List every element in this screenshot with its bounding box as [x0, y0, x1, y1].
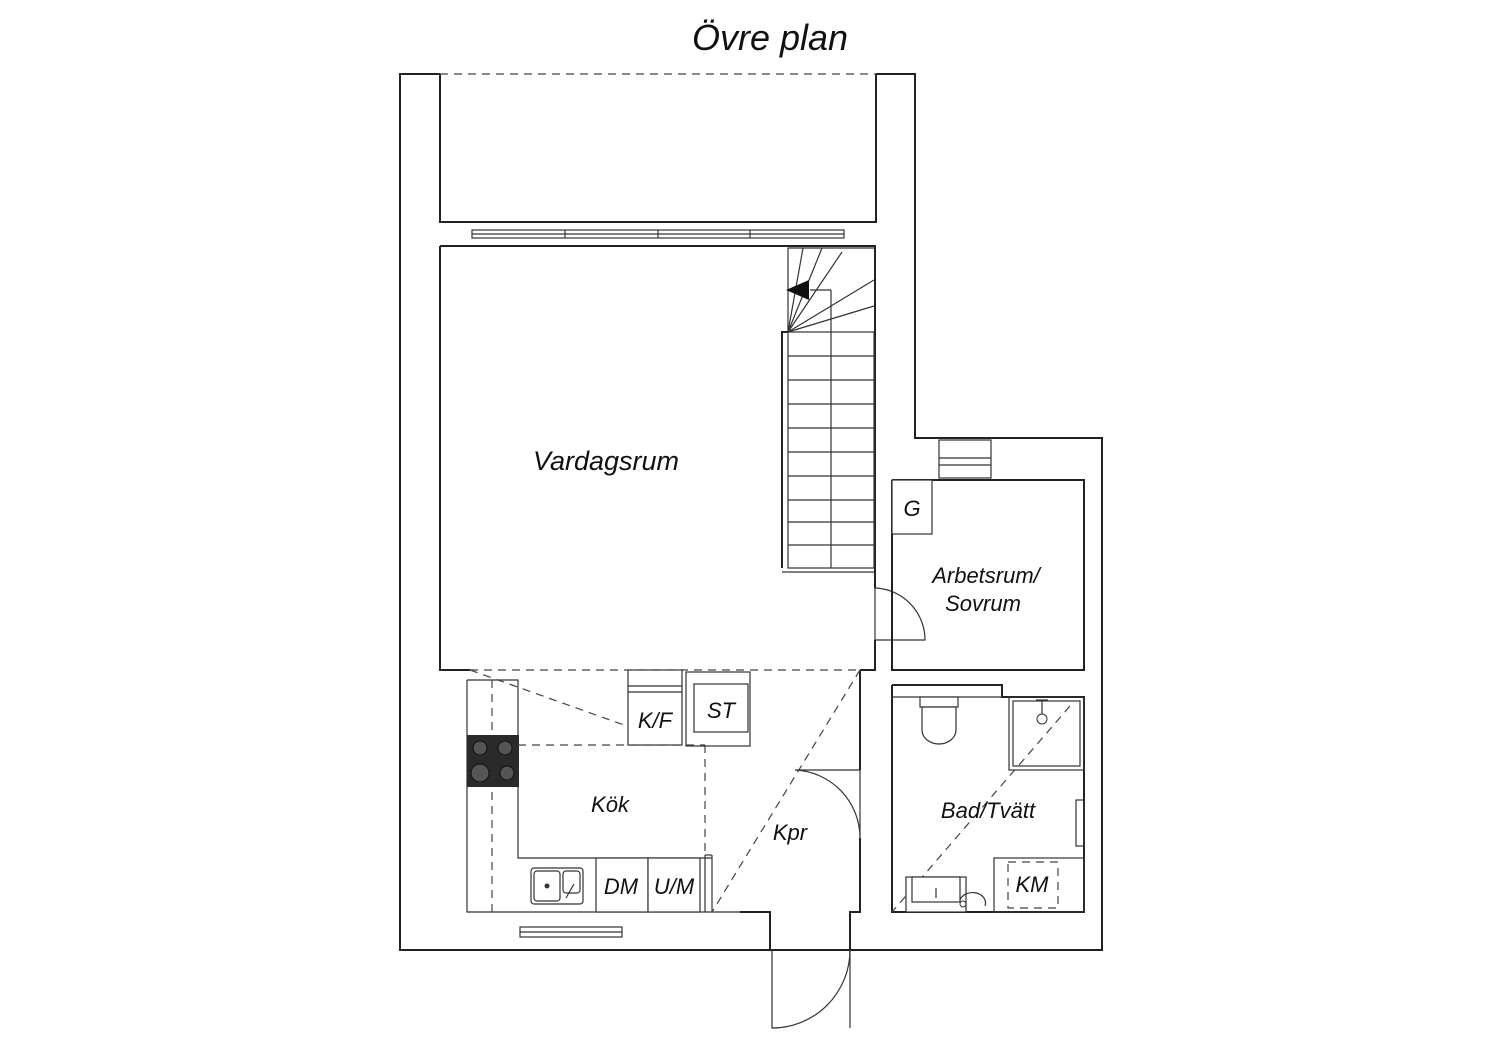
room-label-vardagsrum: Vardagsrum — [533, 446, 679, 476]
room-label-kpr: Kpr — [773, 820, 809, 845]
washbasin-icon — [905, 876, 987, 913]
bedroom-walls — [891, 439, 1085, 671]
entry-door — [771, 949, 851, 1029]
fridge-freezer — [627, 669, 683, 746]
room-label-kok: Kök — [591, 792, 630, 817]
oven-microwave — [647, 857, 701, 913]
outer-walls — [399, 73, 1103, 951]
staircase — [781, 247, 875, 573]
room-label-bad: Bad/Tvätt — [941, 798, 1036, 823]
room-label-arbetsrum: Arbetsrum/ — [930, 563, 1041, 588]
balcony — [439, 74, 877, 239]
fixture-label-st: ST — [707, 698, 737, 723]
fixture-label-dm: DM — [604, 874, 639, 899]
bath-door — [794, 769, 861, 839]
washing-machine-km — [993, 857, 1085, 913]
storage-st — [693, 683, 749, 733]
fixture-label-km: KM — [1016, 872, 1050, 897]
room-label-sovrum: Sovrum — [945, 591, 1021, 616]
kitchen-sink-icon — [530, 867, 584, 905]
plan-title: Övre plan — [692, 17, 848, 58]
fixture-label-um: U/M — [654, 874, 695, 899]
wardrobe-g — [891, 479, 933, 535]
fixture-label-g: G — [903, 496, 920, 521]
bathroom — [891, 684, 1085, 913]
living-room-door — [874, 587, 926, 641]
stair-arrow-icon — [786, 280, 809, 300]
living-room-walls — [439, 245, 876, 671]
toilet-icon — [919, 696, 959, 745]
kitchen-area — [466, 669, 861, 950]
fixture-label-kf: K/F — [638, 708, 674, 733]
